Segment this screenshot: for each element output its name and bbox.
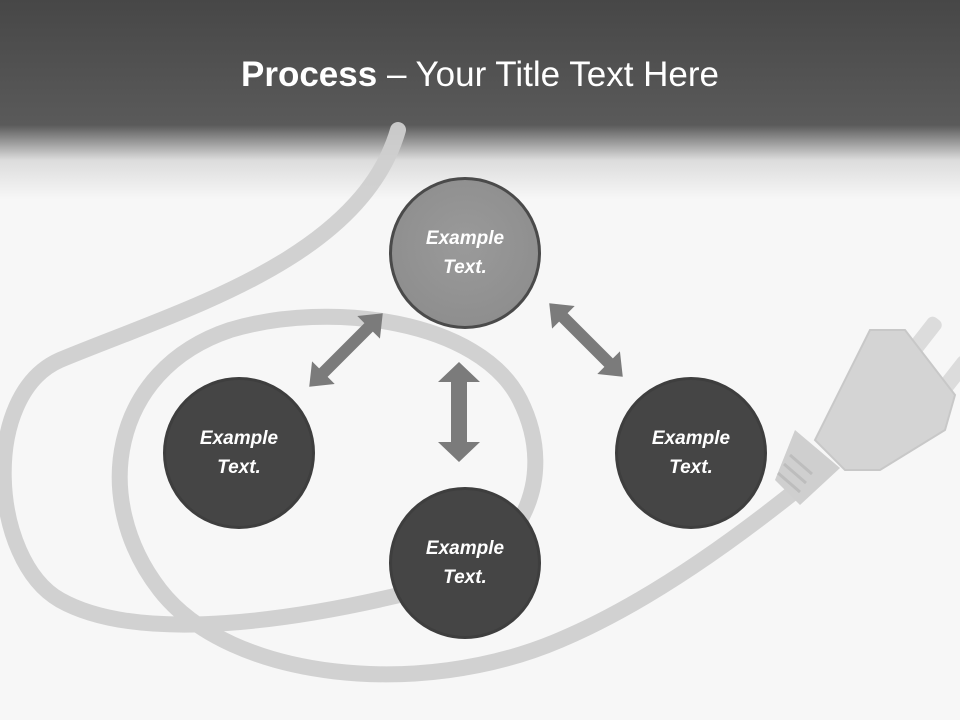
title-strong: Process bbox=[241, 55, 378, 94]
process-node-bottom: Example Text. bbox=[389, 487, 541, 639]
node-label: Example Text. bbox=[425, 538, 505, 588]
power-cord bbox=[0, 122, 823, 683]
process-node-right: Example Text. bbox=[615, 377, 767, 529]
process-node-top: Example Text. bbox=[389, 177, 541, 329]
arrow-top-left bbox=[309, 313, 383, 387]
slide-title: Process – Your Title Text Here bbox=[0, 52, 960, 98]
connector-arrows bbox=[309, 303, 623, 462]
arrow-top-right bbox=[549, 303, 623, 377]
arrow-top-bottom bbox=[438, 362, 480, 462]
node-label: Example Text. bbox=[199, 428, 279, 478]
process-node-left: Example Text. bbox=[163, 377, 315, 529]
node-label: Example Text. bbox=[651, 428, 731, 478]
title-rest: – Your Title Text Here bbox=[377, 55, 719, 94]
plug-icon bbox=[775, 316, 960, 505]
node-label: Example Text. bbox=[425, 228, 505, 278]
title-bar bbox=[0, 0, 960, 200]
